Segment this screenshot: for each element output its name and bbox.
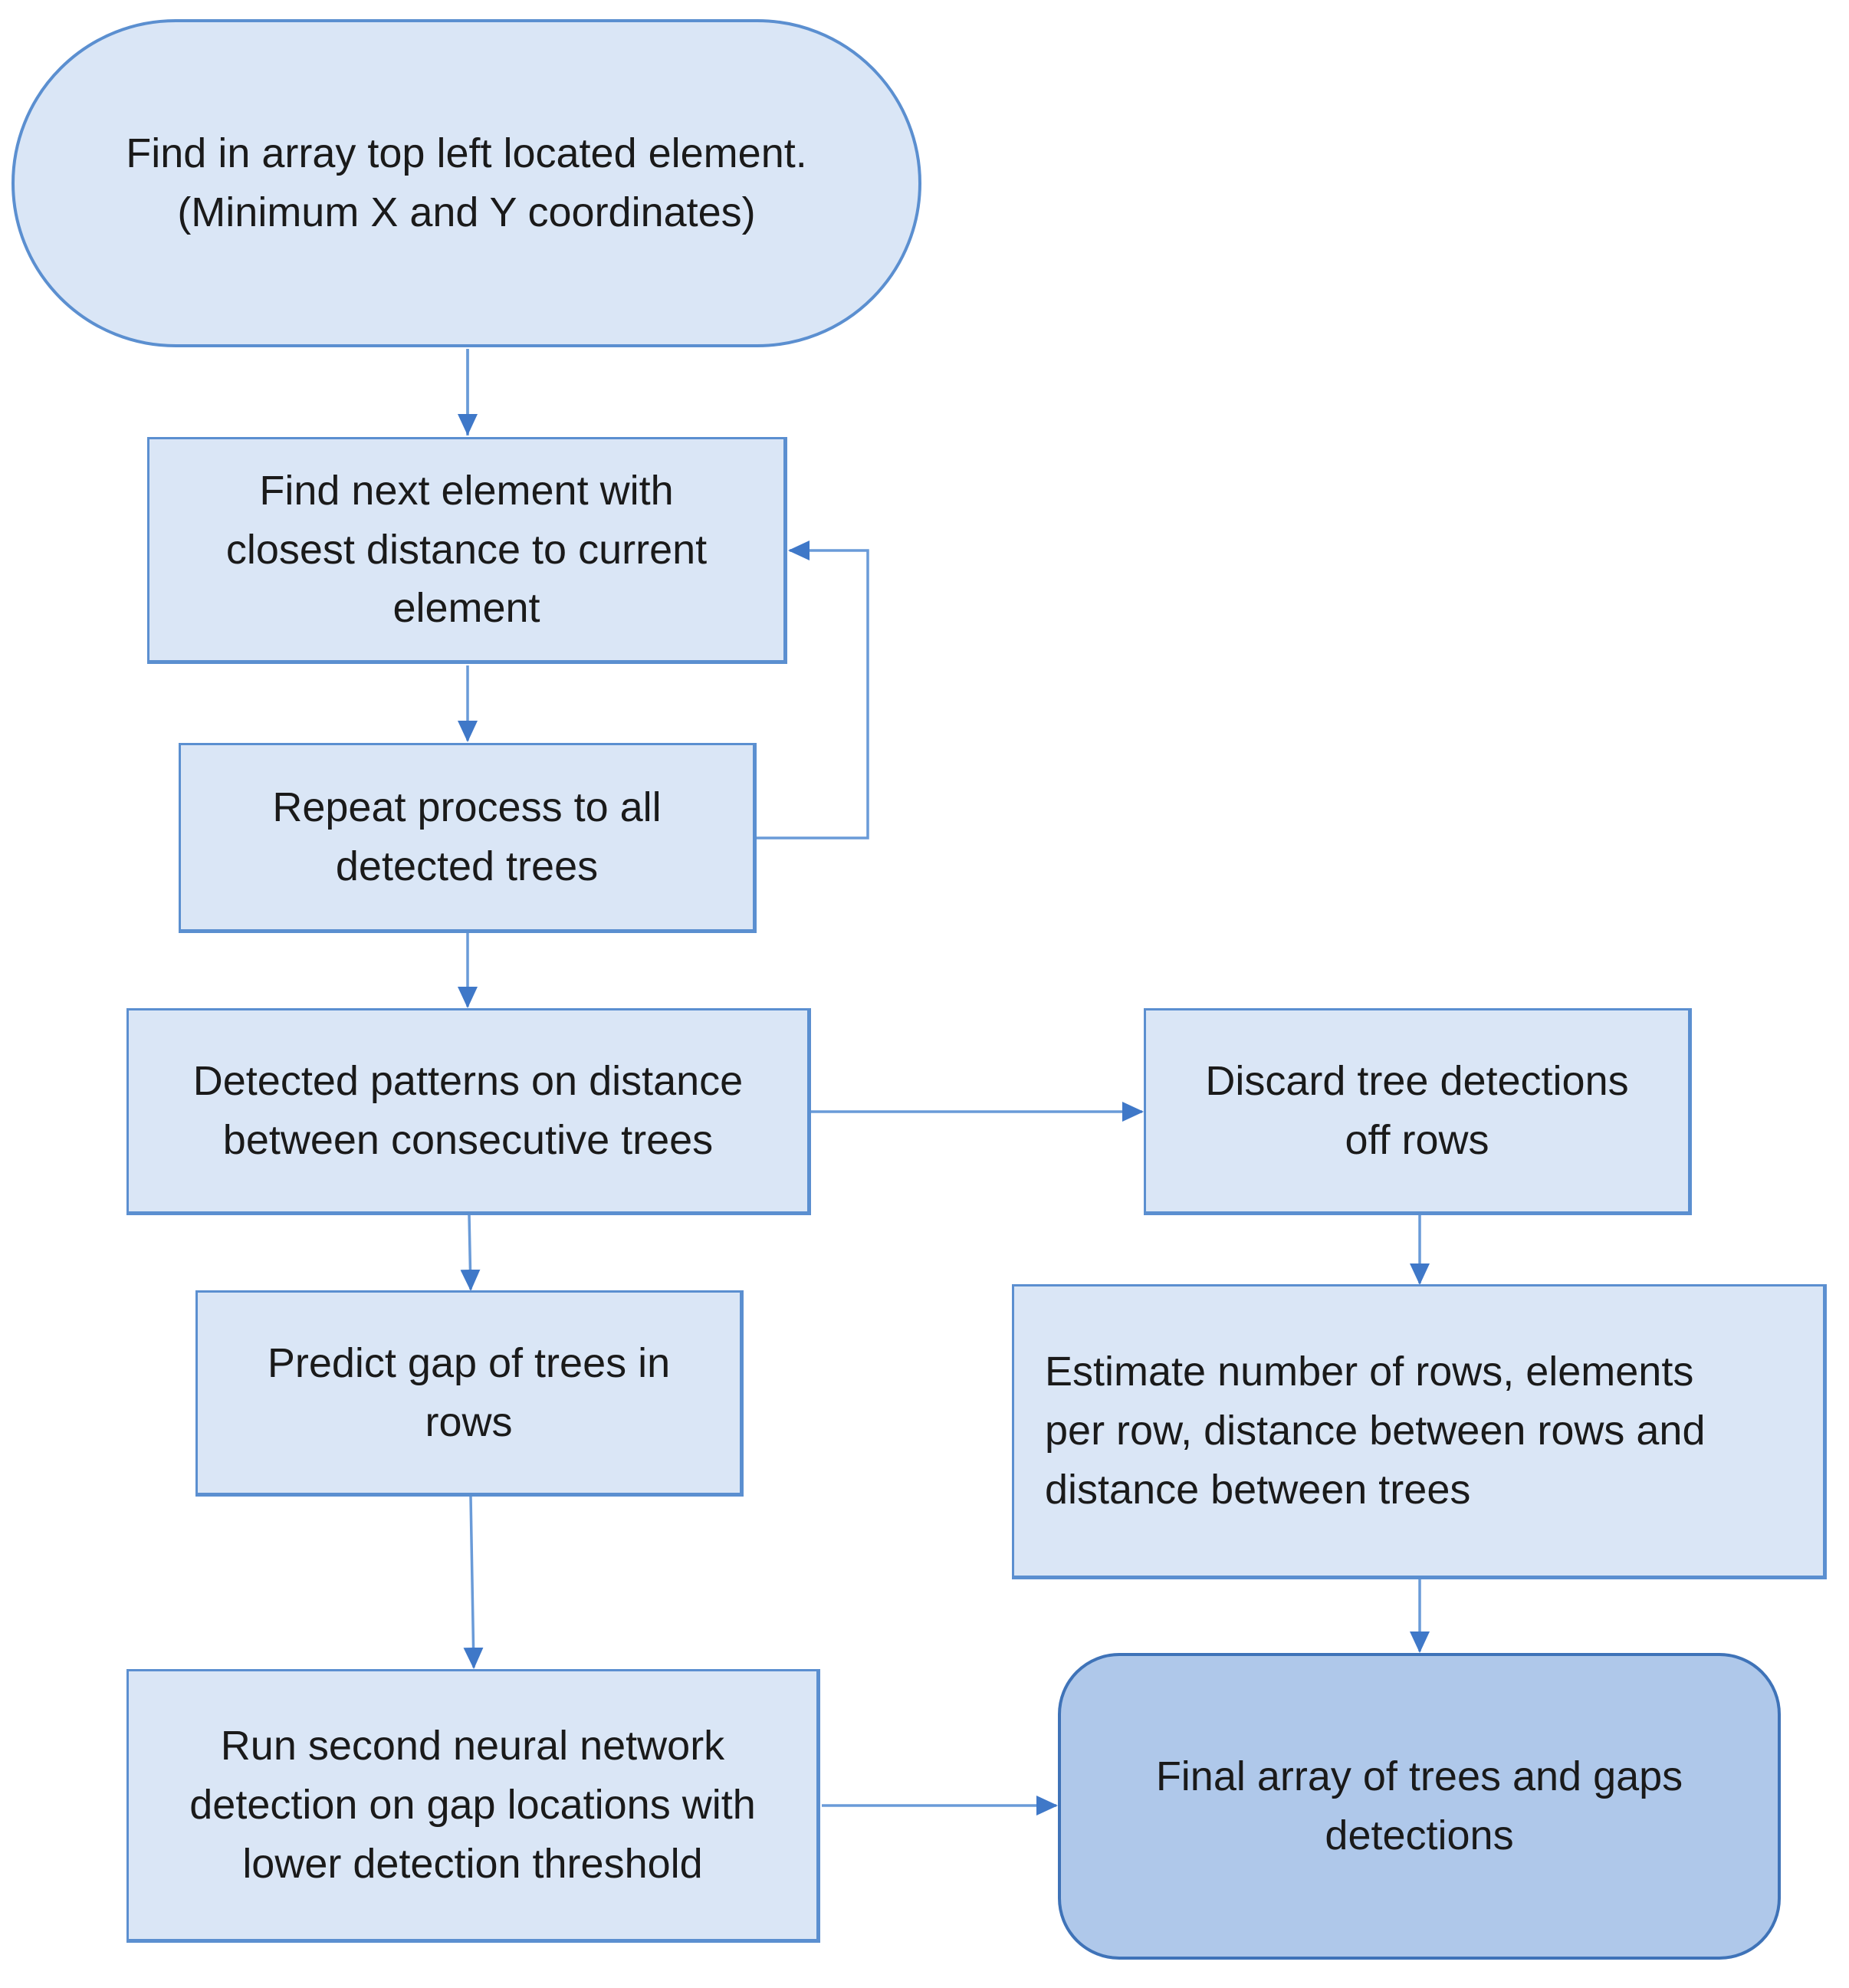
discard-detections-text: Discard tree detections off rows (1205, 1058, 1629, 1163)
detected-patterns-text: Detected patterns on distance between co… (192, 1058, 744, 1163)
repeat-process-node: Repeat process to all detected trees (179, 743, 757, 933)
run-second-network-text: Run second neural network detection on g… (189, 1723, 756, 1887)
arrow-repeat-loop-back (757, 541, 869, 840)
predict-gap-text: Predict gap of trees in rows (267, 1339, 671, 1445)
find-next-element-node: Find next element with closest distance … (147, 437, 787, 664)
estimate-rows-node: Estimate number of rows, elements per ro… (1012, 1284, 1827, 1579)
final-array-terminal-text: Final array of trees and gaps detections (1155, 1753, 1683, 1858)
start-terminal-text: Find in array top left located element. … (126, 130, 807, 235)
final-array-terminal-node: Final array of trees and gaps detections (1058, 1653, 1781, 1960)
predict-gap-node: Predict gap of trees in rows (195, 1290, 744, 1497)
find-next-element-text: Find next element with closest distance … (225, 467, 708, 632)
discard-detections-node: Discard tree detections off rows (1144, 1008, 1692, 1215)
detected-patterns-node: Detected patterns on distance between co… (126, 1008, 811, 1215)
run-second-network-node: Run second neural network detection on g… (126, 1669, 820, 1943)
estimate-rows-text: Estimate number of rows, elements per ro… (1045, 1349, 1706, 1513)
arrow-patterns-to-predict-gap (460, 1214, 481, 1291)
repeat-process-text: Repeat process to all detected trees (272, 784, 662, 889)
start-terminal-node: Find in array top left located element. … (11, 19, 921, 347)
arrow-predict-gap-to-run-second (463, 1496, 484, 1669)
